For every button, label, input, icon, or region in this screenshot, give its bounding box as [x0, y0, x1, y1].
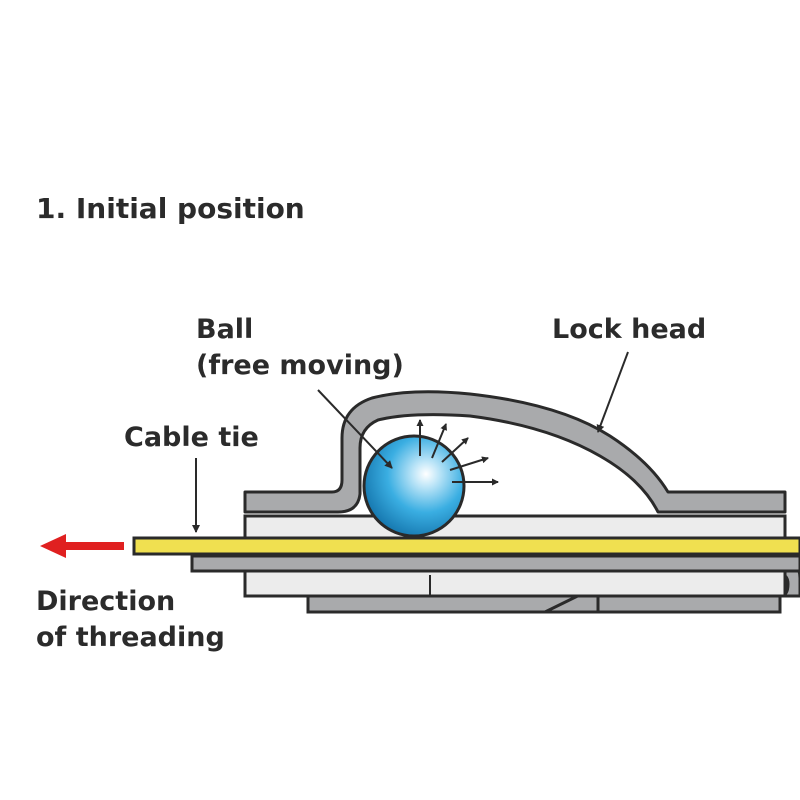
- ball-leader-line: [317, 389, 393, 469]
- lock-head-label: Lock head: [552, 314, 706, 345]
- diagram-title: 1. Initial position: [36, 192, 305, 225]
- direction-label-detail: of threading: [36, 622, 225, 653]
- ball: [362, 434, 466, 538]
- lock-head: [243, 390, 787, 514]
- direction-label: Direction: [36, 586, 175, 617]
- ball-force-arrows: [416, 419, 499, 486]
- cable-tie-label: Cable tie: [124, 422, 259, 453]
- housing-lower-strip: [306, 594, 782, 614]
- ball-label: Ball: [196, 314, 253, 345]
- threading-direction-arrow: [40, 534, 124, 558]
- lock-head-leader-line: [596, 351, 629, 433]
- cable-tie-strip: [132, 536, 800, 556]
- channel-lower-strip: [190, 554, 800, 573]
- ball-label-detail: (free moving): [196, 350, 404, 381]
